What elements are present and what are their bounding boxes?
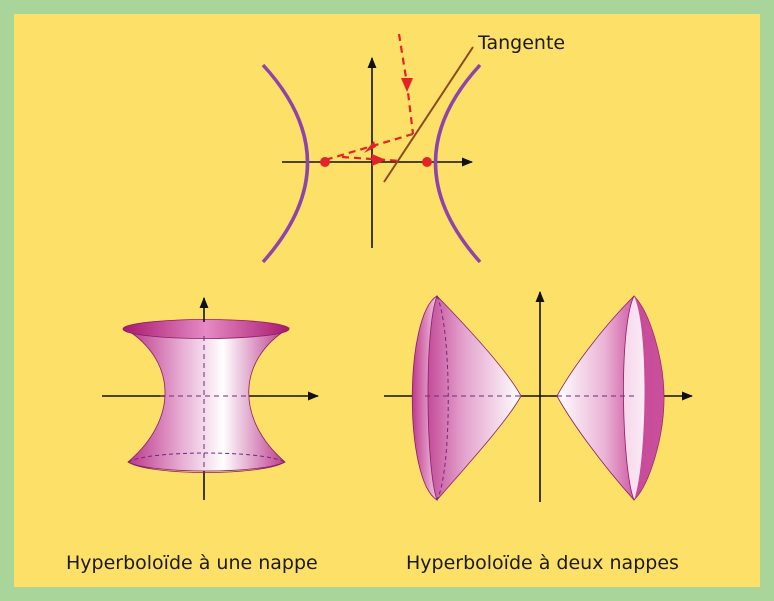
hyperboloid-two-sheets [384, 290, 694, 502]
reflected-ray-to-focus [324, 132, 414, 162]
bottom-rim-hidden [127, 452, 286, 463]
hyperbola-right-branch [433, 63, 482, 264]
hyperbola-diagram [261, 33, 482, 264]
reflected-ray-arrow [364, 141, 376, 153]
caption-one-sheet: Hyperboloïde à une nappe [66, 552, 318, 574]
right-sheet-rim-dark [634, 296, 664, 500]
tangent-label: Tangente [478, 32, 566, 54]
focus-left [320, 157, 330, 167]
incident-ray-arrow [401, 78, 413, 92]
left-sheet-rim-hidden [436, 295, 449, 501]
focal-ray-arrow [372, 154, 386, 166]
caption-two-sheets: Hyperboloïde à deux nappes [406, 552, 679, 574]
hyperbola-left-branch [261, 63, 310, 264]
hyperboloid-one-sheet [102, 296, 320, 500]
focal-ray [341, 155, 402, 163]
focus-right [422, 157, 432, 167]
top-rim-one-sheet [122, 319, 290, 339]
bottom-rim-one-sheet [127, 461, 286, 473]
tangent-line [383, 46, 474, 183]
